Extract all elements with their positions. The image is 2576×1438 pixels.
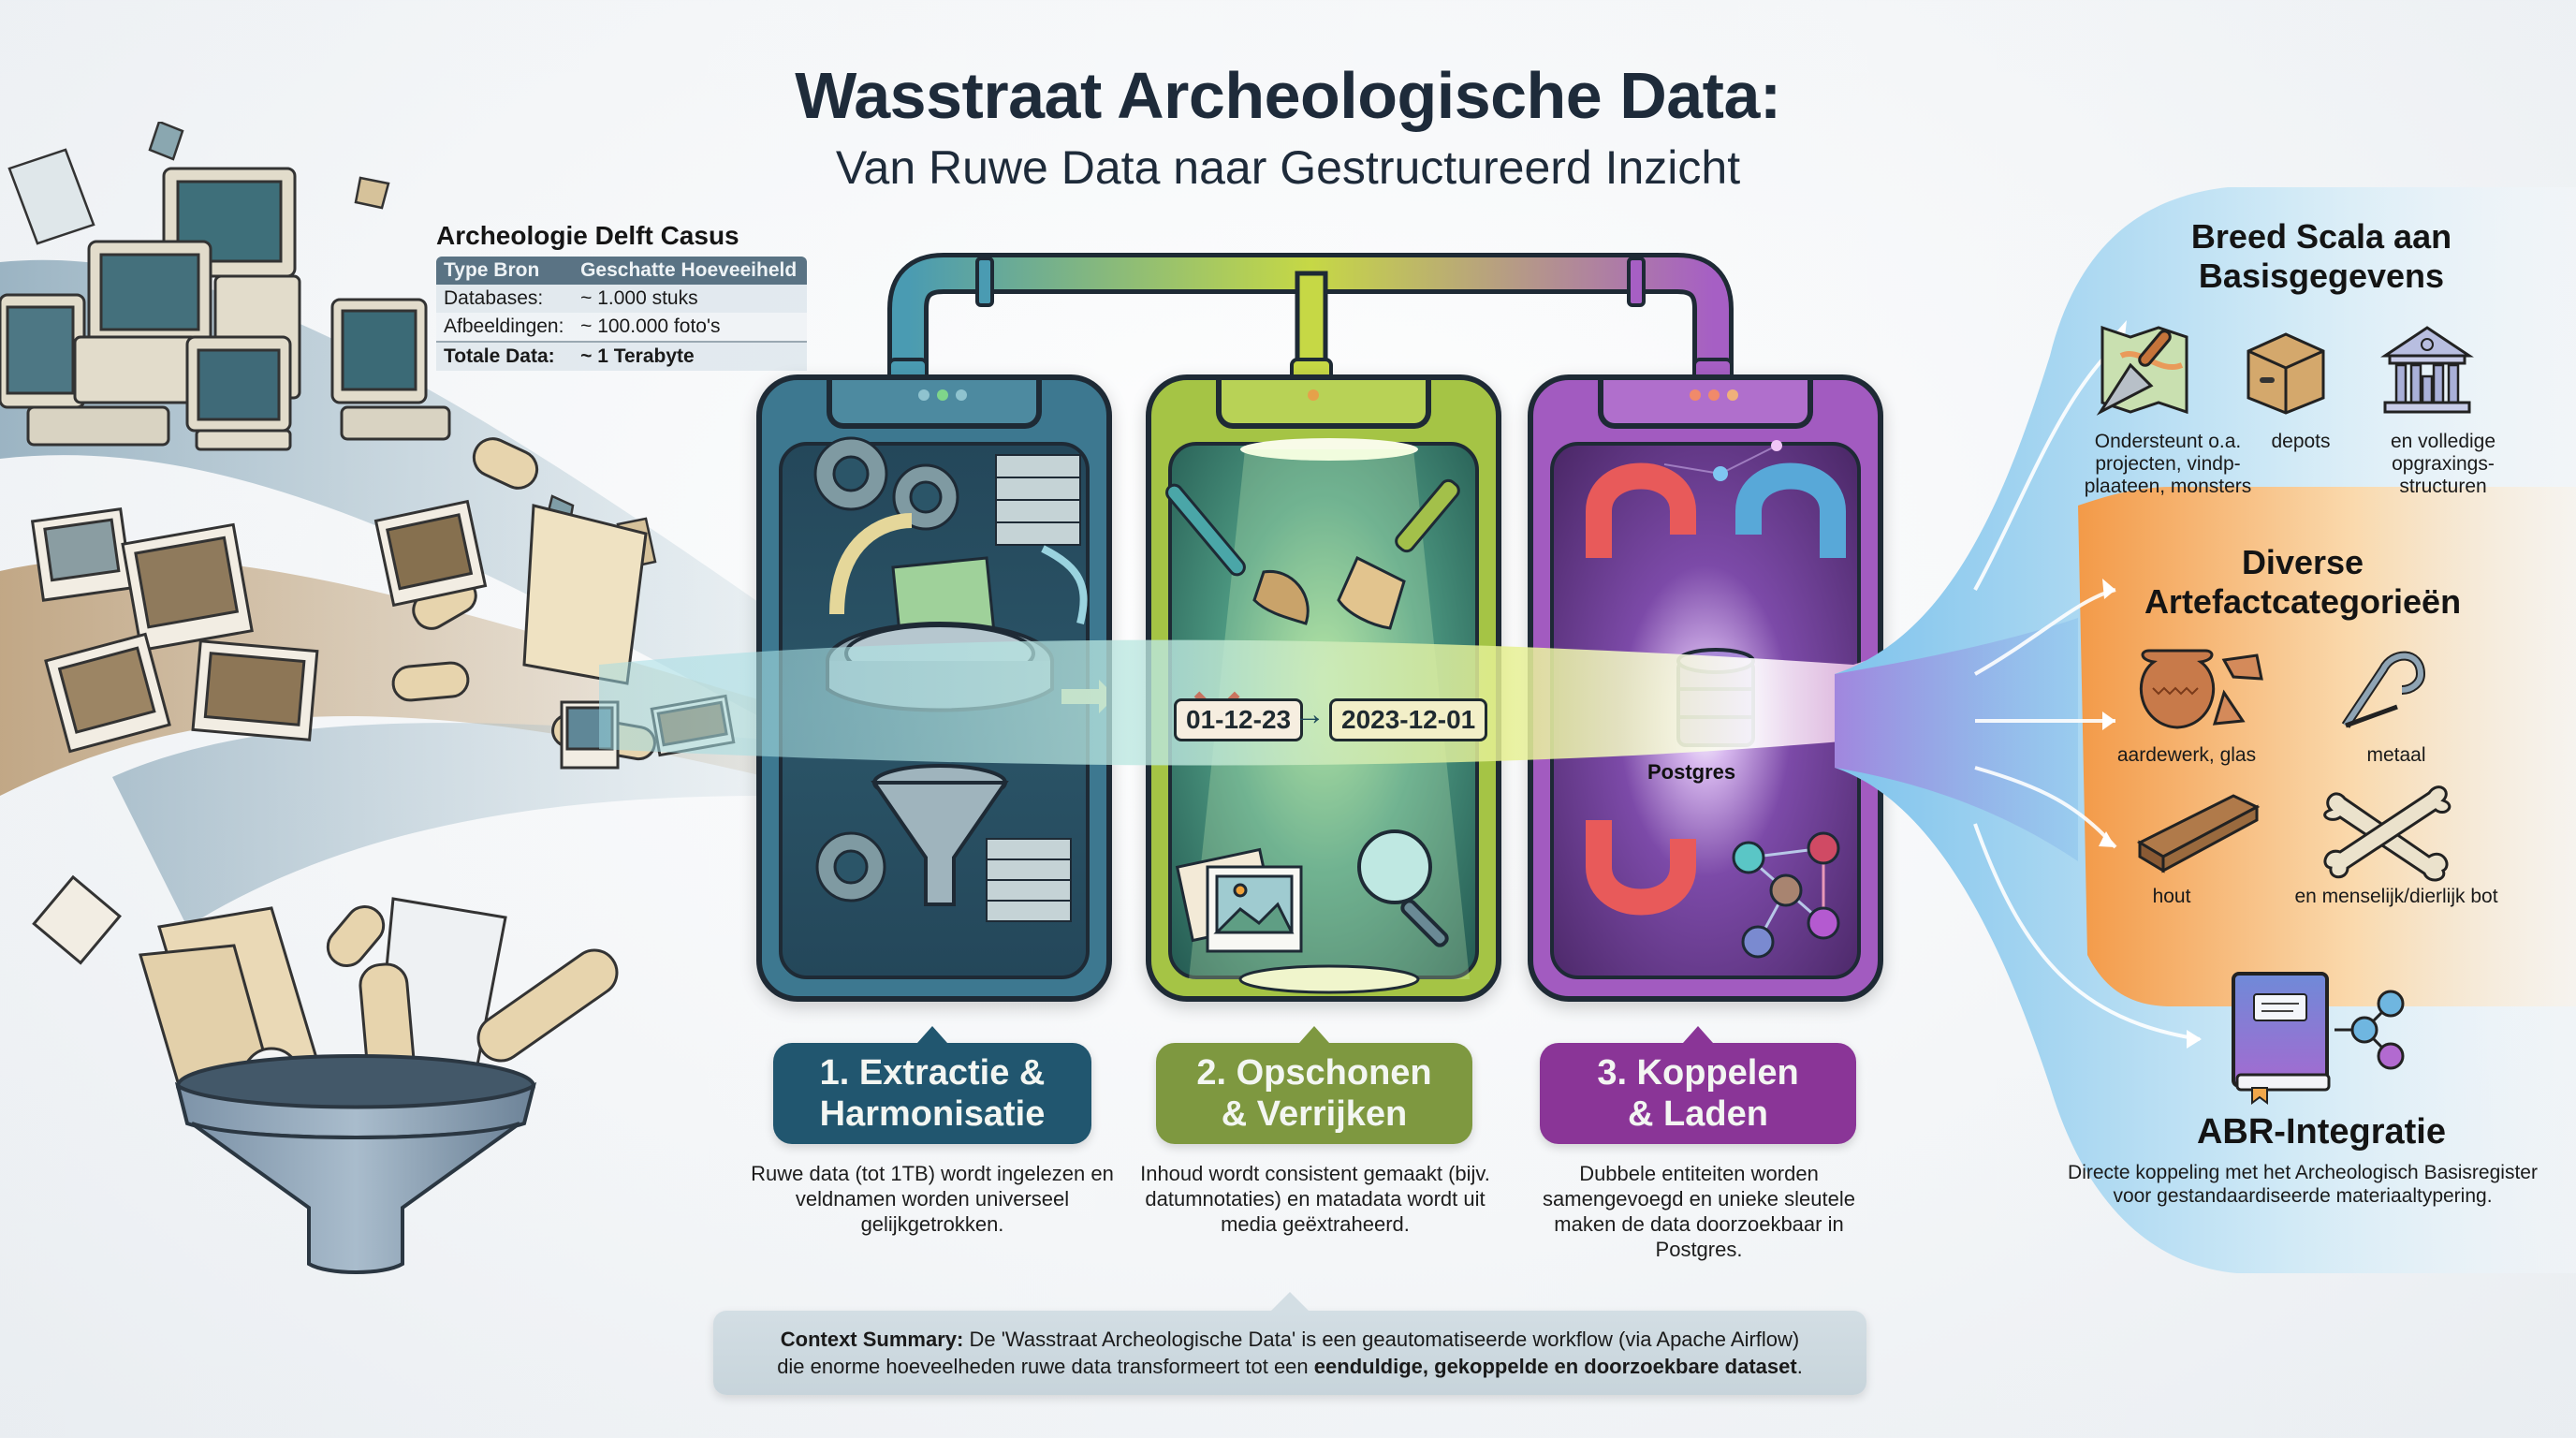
raw-data-chaos-illustration (0, 122, 768, 1274)
abr-description: Directe koppeling met het Archeologisch … (2068, 1162, 2538, 1207)
date-new-chip: 2023-12-01 (1329, 698, 1488, 741)
item-label: Ondersteunt o.a. projecten, vindp-plaate… (2084, 431, 2252, 497)
table-icon (986, 454, 1081, 922)
step-label-linking: 3. Koppelen & Laden (1540, 1043, 1856, 1144)
pottery-icon (2139, 649, 2263, 729)
table-row-total: Totale Data: ~ 1 Terabyte (436, 341, 807, 371)
table-row: Databases: ~ 1.000 stuks (436, 285, 807, 313)
step-label-cleaning: 2. Opschonen & Verrijken (1156, 1043, 1472, 1144)
item-label: aardewerk, glas (2116, 744, 2257, 766)
summary-label: Context Summary: (780, 1328, 964, 1351)
photos-icon (30, 499, 736, 965)
status-dots (1690, 389, 1738, 401)
bones-icon (2323, 785, 2452, 882)
panel-cap (827, 380, 1042, 429)
step-description: Dubbele entiteiten worden samengevoegd e… (1543, 1162, 1855, 1261)
row-amount: ~ 1.000 stuks (573, 285, 807, 313)
pipeline-pipes-icon (887, 253, 1734, 393)
row-amount: ~ 1 Terabyte (573, 341, 807, 371)
panel-cap (1216, 380, 1431, 429)
case-title: Archeologie Delft Casus (436, 221, 739, 250)
item-label: hout (2152, 886, 2191, 907)
magnet-icon (1586, 462, 1846, 916)
stage-panel-extraction (756, 374, 1112, 1002)
photo-icon (1175, 847, 1303, 953)
metal-fibula-icon (2341, 651, 2426, 728)
context-summary: Context Summary: De 'Wasstraat Archeolog… (713, 1311, 1866, 1395)
row-amount: ~ 100.000 foto's (573, 313, 807, 342)
section-title-basisgegevens: Breed Scala aan Basisgegevens (2190, 217, 2452, 295)
arrow-right-icon: → (1294, 697, 1325, 732)
row-type: Afbeeldingen: (436, 313, 574, 342)
panel-cap (1598, 380, 1813, 429)
share-network-icon (2334, 990, 2405, 1070)
case-summary-table: Archeologie Delft Casus Type Bron Gescha… (436, 221, 807, 371)
item-label: en volledige opgraxings-structuren (2390, 431, 2496, 497)
page-title: Wasstraat Archeologische Data: (795, 59, 1781, 132)
database-icon (1676, 648, 1755, 747)
page-subtitle: Van Ruwe Data naar Gestructureerd Inzich… (835, 141, 1741, 194)
row-type: Totale Data: (436, 341, 574, 371)
sieve-icon (826, 622, 1054, 712)
row-type: Databases: (436, 285, 574, 313)
raw-data-funnel-icon (174, 1054, 537, 1274)
museum-icon (2380, 326, 2474, 414)
gear-icon (813, 436, 959, 902)
step-label-extraction: 1. Extractie & Harmonisatie (773, 1043, 1091, 1144)
table-row: Afbeeldingen: ~ 100.000 foto's (436, 313, 807, 342)
item-label: depots (2271, 431, 2331, 452)
box-icon (2247, 332, 2325, 415)
old-computers-icon (0, 167, 451, 451)
status-dots (918, 389, 967, 401)
wood-plank-icon (2136, 794, 2261, 873)
column-header-amount: Geschatte Hoeveeiheld (573, 257, 807, 285)
case-table: Type Bron Geschatte Hoeveeiheld Database… (436, 257, 807, 371)
column-header-type: Type Bron (436, 257, 574, 285)
status-dots (1308, 389, 1319, 401)
item-label: en menselijk/dierlijk bot (2294, 886, 2498, 907)
section-title-artefacten: Diverse Artefactcategorieën (2144, 543, 2462, 621)
step-description: Inhoud wordt consistent gemaakt (bijv. d… (1140, 1162, 1490, 1236)
date-old-chip: 01-12-23 (1174, 698, 1304, 741)
item-label: metaal (2366, 744, 2426, 766)
stage-panel-linking (1528, 374, 1883, 1002)
magnifier-icon (1357, 829, 1449, 947)
summary-highlight: eenduldige, gekoppelde en doorzoekbare d… (1313, 1355, 1797, 1378)
map-trowel-icon (2096, 325, 2188, 416)
section-title-abr: ABR-Integratie (2196, 1112, 2447, 1152)
postgres-label: Postgres (1647, 760, 1736, 784)
book-icon (2232, 972, 2331, 1105)
step-description: Ruwe data (tot 1TB) wordt ingelezen en v… (751, 1162, 1114, 1236)
book-share-icon (2232, 972, 2405, 1105)
network-graph-icon (1732, 831, 1840, 959)
